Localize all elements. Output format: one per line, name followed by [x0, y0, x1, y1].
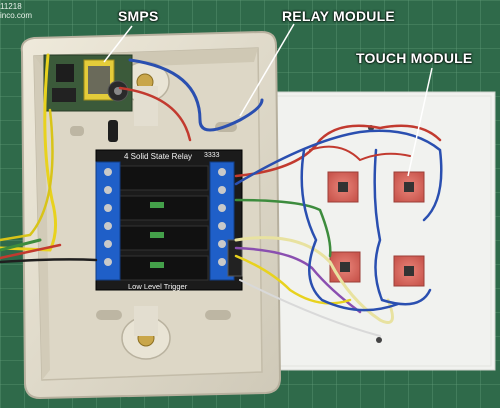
white-lid: [267, 91, 496, 371]
mat-corner-line1: 11218: [0, 2, 22, 11]
mat-corner-line2: inco.com: [0, 11, 33, 20]
touch-callout-arrow: [407, 67, 433, 177]
smps-callout-arrow: [103, 25, 133, 63]
relay-board-chip-text: 3333: [204, 152, 220, 159]
relay-board: [95, 149, 243, 291]
relay-board-bottom-text: Low Level Trigger: [128, 282, 188, 291]
relay-callout-arrow: [239, 23, 295, 117]
mounting-posts: [70, 61, 237, 360]
touch-modules: [327, 171, 425, 287]
smps-label: SMPS: [118, 8, 159, 24]
mat-corner-print: 11218 inco.com: [0, 2, 32, 20]
wires: [0, 53, 443, 337]
callout-arrows: [103, 23, 433, 177]
relay-board-top-text: 4 Solid State Relay: [124, 152, 193, 161]
relay-module-label: RELAY MODULE: [282, 8, 395, 24]
smps-board: [43, 54, 133, 142]
touch-module-label: TOUCH MODULE: [356, 50, 473, 66]
lid-screw-hole: [376, 337, 382, 343]
